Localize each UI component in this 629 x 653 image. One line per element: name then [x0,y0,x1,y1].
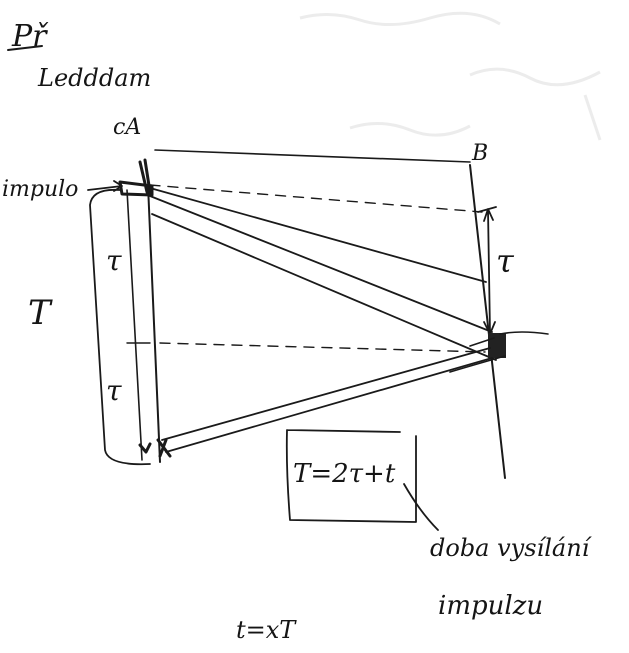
dashed-reference-lower [159,342,486,353]
signal-beam-out-3 [151,213,497,361]
radar-label: Ledddam [37,64,151,92]
station-b-receiver-flare [449,331,549,373]
time-axis-b [469,164,506,479]
bleed-through [299,11,602,141]
annotation-line-2: impulzu [438,591,543,621]
signal-beam-return-2 [165,357,493,453]
time-axis-a-inner [126,189,143,461]
station-b-receiver [488,333,506,358]
station-b-label: B [471,141,488,166]
bottom-formula: t=xT [236,616,297,644]
period-label: T [28,293,53,333]
ruler-line-ab [154,149,471,163]
station-a-label: cA [113,115,141,140]
header-underline [7,45,43,51]
period-bracket [89,188,151,466]
signal-beam-out-2 [149,195,493,333]
dashed-reference-upper [149,184,483,213]
annotation-line-1: doba vysílání [430,534,593,562]
tau-right-label: τ [496,242,515,280]
formula-box [285,429,417,523]
formula-text: T=2τ+t [293,459,396,489]
signal-beam-return-1 [161,347,491,441]
pulse-label: impulo [2,177,78,202]
station-a-emitter [118,158,154,197]
tau-right-arrow [477,206,497,335]
formula-pointer [403,483,439,531]
signal-beam-out-1 [149,187,487,283]
return-arrival-marker [138,438,172,458]
tau-lower-label: τ [106,374,122,407]
tau-upper-label: τ [106,244,122,277]
time-axis-a-outer [147,184,161,463]
